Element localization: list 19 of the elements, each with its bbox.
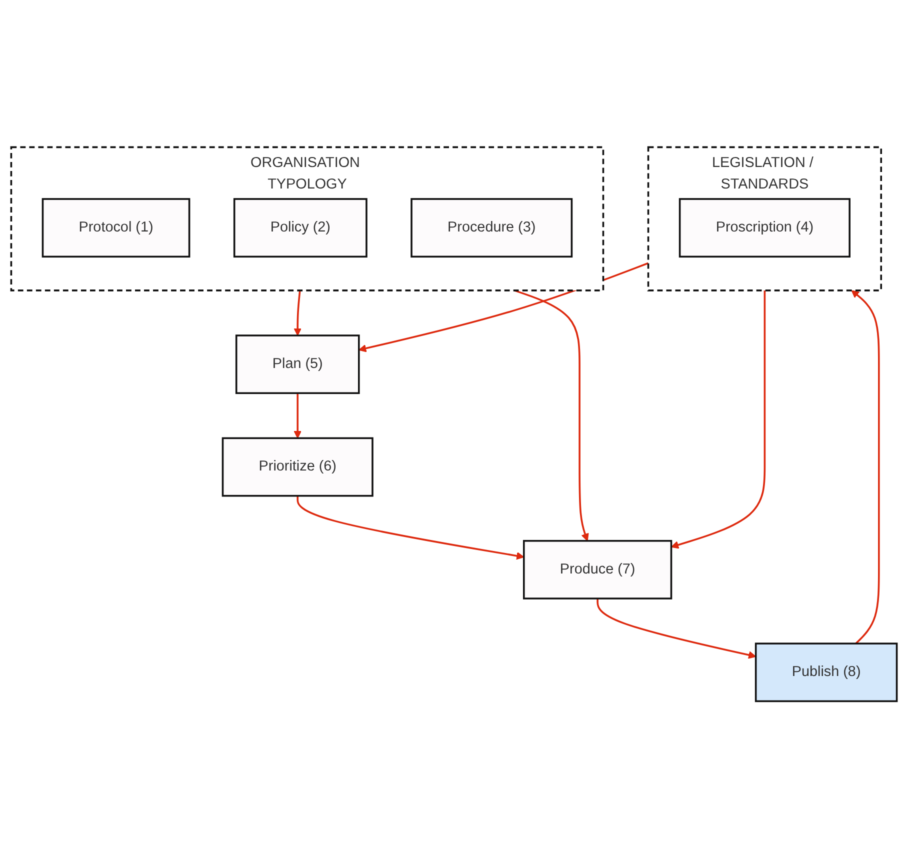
arrow — [596, 598, 756, 660]
node-box — [222, 438, 374, 498]
arrow — [670, 290, 766, 550]
cluster — [10, 146, 604, 292]
node-box — [523, 540, 672, 600]
arrow — [851, 290, 880, 644]
node-box — [42, 198, 190, 258]
cluster — [647, 146, 882, 292]
arrow — [296, 496, 524, 560]
arrow — [294, 393, 302, 439]
node-box — [235, 334, 360, 394]
arrow — [358, 262, 649, 352]
node-box — [754, 642, 898, 702]
node-box — [233, 198, 368, 258]
arrow — [294, 290, 302, 336]
node-box — [410, 198, 573, 258]
flowchart-drawing: LEGISLATION / STANDARDS Proscription (4) ORGANISATION TYPOLOGY Protocol (1) Policy (2) Procedure (3) Plan (5) Prioritize (6) Produce (7) Publish (8) — [4, 140, 904, 709]
arrow — [514, 290, 589, 542]
node-box — [678, 198, 850, 258]
